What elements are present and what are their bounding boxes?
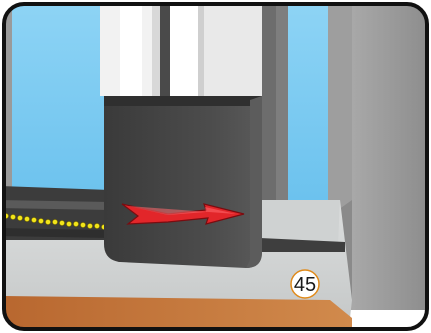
step-number-text: 45 xyxy=(294,274,316,296)
step-number-badge: 45 xyxy=(291,270,319,298)
door-frame-profile xyxy=(100,0,262,96)
door-cover-board xyxy=(104,96,262,268)
